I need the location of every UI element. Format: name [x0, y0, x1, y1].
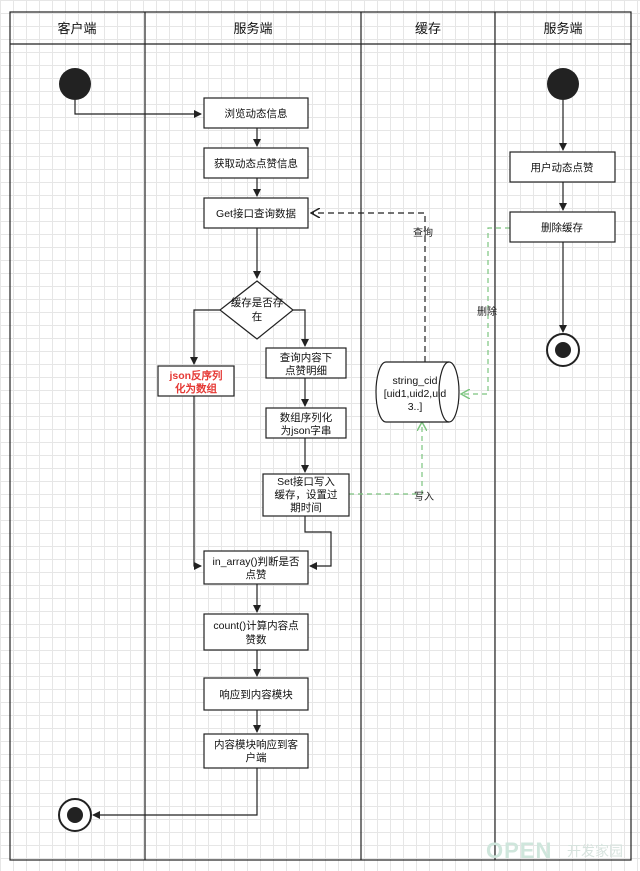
node-in-array-label-2: 点赞 — [246, 568, 267, 581]
node-cache-exists-label-2: 在 — [252, 311, 263, 323]
node-set-write-label-1: Set接口写入 — [277, 475, 335, 488]
node-user-like-label: 用户动态点赞 — [531, 161, 594, 174]
node-query-detail-label-1: 查询内容下 — [280, 351, 333, 364]
edge-label-write: 写入 — [414, 491, 434, 503]
node-serialize-box — [265, 407, 347, 439]
edge-delete-cache-dashed — [461, 227, 510, 394]
edge-set-to-inarray — [304, 516, 332, 570]
edge-decision-to-detail — [293, 309, 309, 347]
edge-deser-to-inarray — [193, 396, 202, 570]
node-get-likes-label: 获取动态点赞信息 — [214, 157, 298, 170]
node-serialize-label-2: 为json字串 — [281, 424, 332, 437]
node-in-array-box — [203, 550, 309, 585]
node-respond-label: 响应到内容模块 — [219, 688, 293, 701]
node-module-respond-label-2: 户端 — [246, 751, 267, 764]
node-count-label-1: count()计算内容点 — [213, 619, 298, 632]
swimlane-frame — [9, 11, 632, 861]
right-end-node — [546, 333, 580, 367]
edge-decision-to-deser — [190, 309, 220, 365]
watermark-suffix: 开发家园 — [567, 843, 623, 859]
node-set-write-label-2: 缓存，设置过 — [275, 488, 338, 501]
node-in-array-label-1: in_array()判断是否 — [213, 555, 300, 568]
node-count-box — [203, 613, 309, 651]
node-json-deser-box — [157, 365, 235, 397]
edges — [74, 100, 567, 819]
node-get-likes-box — [203, 147, 309, 179]
node-cache-exists-diamond — [219, 280, 294, 340]
node-cache-store-label-1: string_cid — [393, 375, 438, 387]
edge-cache-query-dashed — [311, 213, 426, 362]
node-delete-cache-box — [509, 211, 616, 243]
node-cache-store-cylinder — [375, 361, 460, 423]
node-serialize-label-1: 数组序列化 — [280, 411, 333, 424]
edge-start-to-browse — [74, 100, 202, 118]
node-cache-store-label-3: 3..] — [408, 401, 423, 413]
edge-label-delete: 删除 — [477, 305, 497, 318]
right-start-node — [547, 68, 579, 100]
node-get-query-box — [203, 197, 309, 229]
lane-header-server: 服务端 — [233, 21, 272, 36]
node-count-label-2: 赞数 — [246, 633, 267, 646]
node-browse-label: 浏览动态信息 — [225, 107, 288, 120]
client-end-node — [58, 798, 92, 832]
node-respond-box — [203, 677, 309, 711]
node-browse-box — [203, 97, 309, 129]
node-query-detail-box — [265, 347, 347, 379]
node-user-like-box — [509, 151, 616, 183]
lane-header-client: 客户端 — [57, 21, 96, 36]
node-json-deser-label-1: json反序列 — [168, 369, 222, 382]
node-json-deser-label-2: 化为数组 — [175, 382, 217, 395]
node-get-query-label: Get接口查询数据 — [216, 207, 296, 220]
watermark-brand: OPEN — [486, 838, 552, 863]
node-module-respond-box — [203, 733, 309, 769]
edge-write-cache-dashed — [349, 422, 422, 495]
node-delete-cache-label: 删除缓存 — [541, 221, 583, 234]
lane-header-server-right: 服务端 — [543, 21, 582, 36]
edge-module-to-end — [92, 768, 258, 819]
node-set-write-label-3: 期时间 — [290, 501, 322, 514]
lane-header-cache: 缓存 — [415, 21, 441, 36]
client-start-node — [59, 68, 91, 100]
node-cache-store-label-2: [uid1,uid2,uid — [384, 388, 447, 400]
node-set-write-box — [262, 473, 350, 517]
edge-label-query: 查询 — [413, 226, 433, 239]
node-module-respond-label-1: 内容模块响应到客 — [214, 738, 298, 751]
node-cache-exists-label-1: 缓存是否存 — [231, 296, 284, 309]
node-query-detail-label-2: 点赞明细 — [285, 364, 327, 377]
